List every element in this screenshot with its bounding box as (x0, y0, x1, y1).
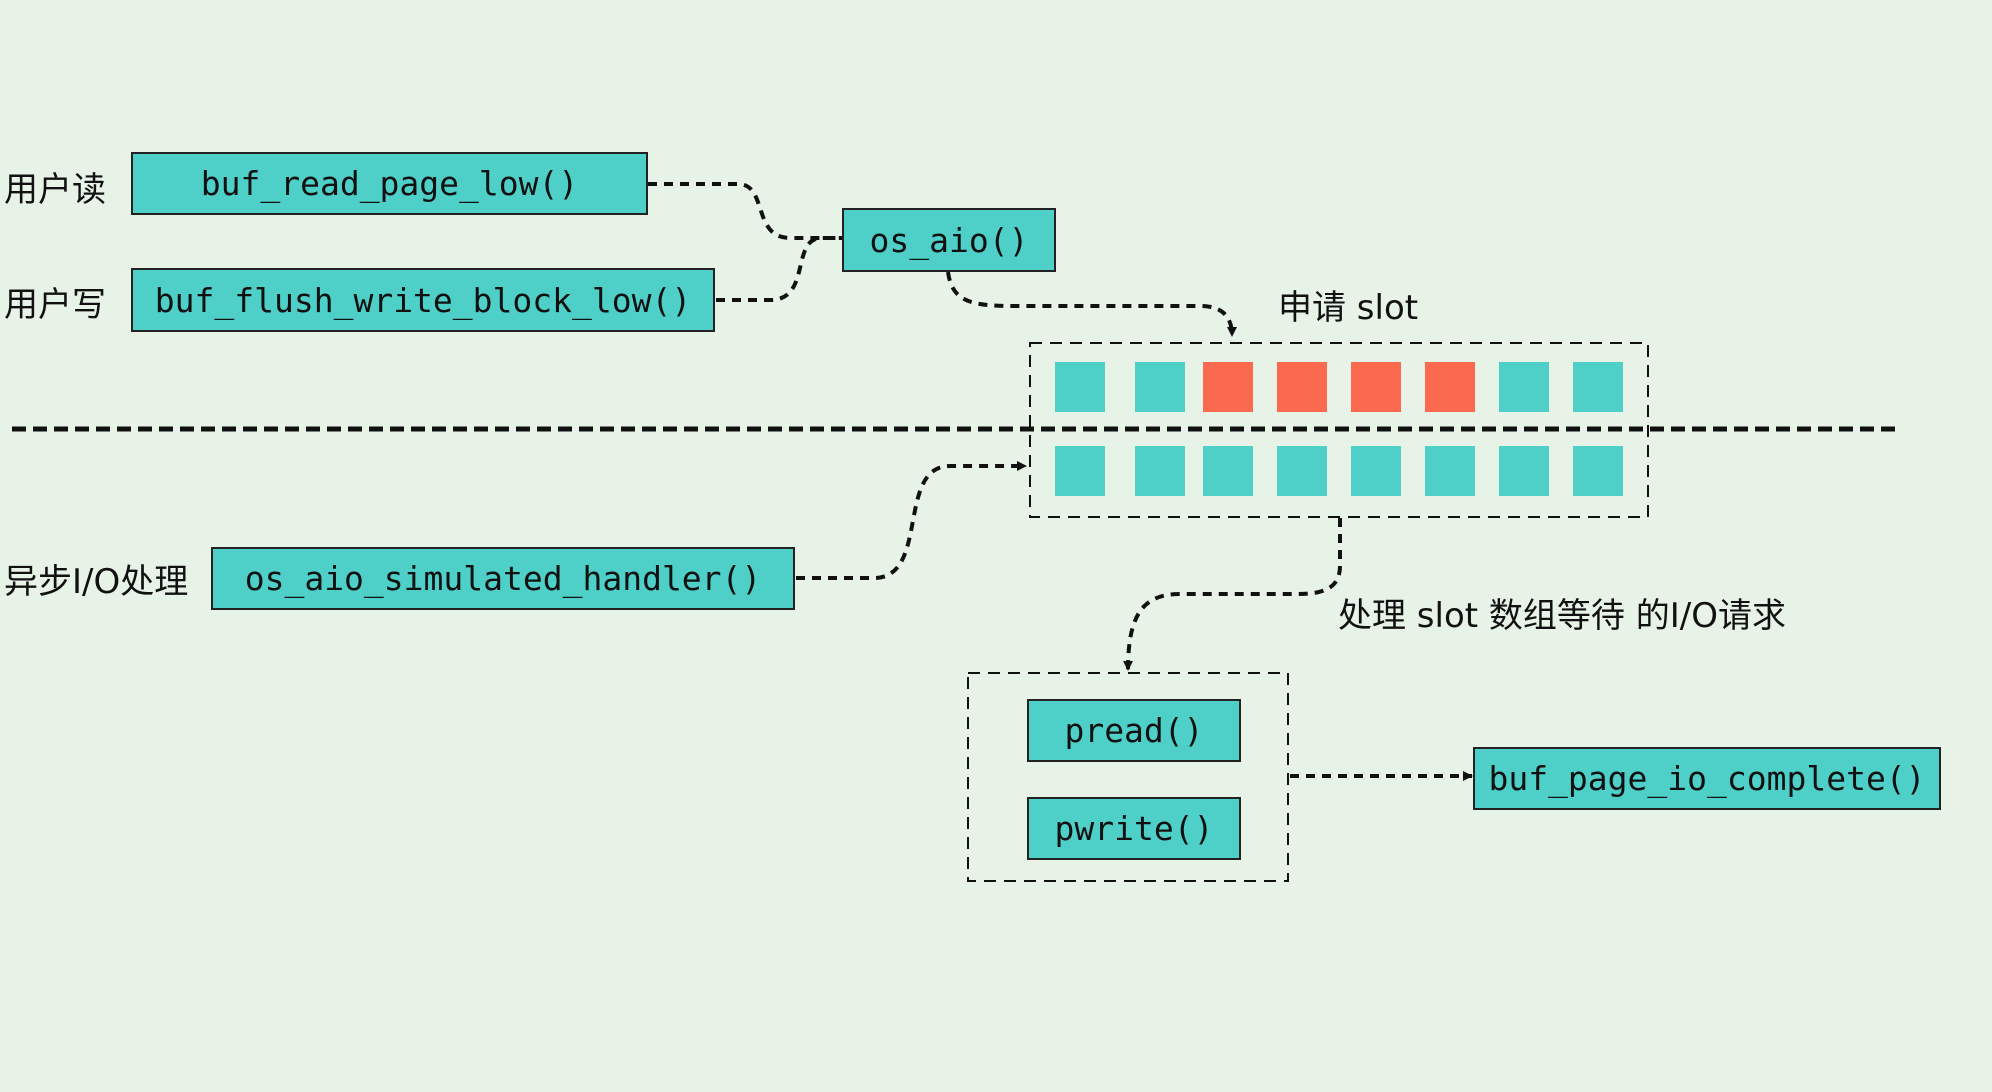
slot-free (1425, 446, 1475, 496)
slot-free (1499, 362, 1549, 412)
buf-flush-write-block-low-box: buf_flush_write_block_low() (131, 268, 715, 332)
os-aio-box: os_aio() (842, 208, 1056, 272)
connector-buf-flush-to-os-aio (716, 236, 842, 302)
label-async-io: 异步I/O处理 (4, 562, 189, 602)
slot-busy (1425, 362, 1475, 412)
io-call-group-frame (967, 672, 1289, 882)
label-request-slot: 申请 slot (1278, 288, 1419, 328)
os-aio-simulated-handler-box: os_aio_simulated_handler() (211, 547, 795, 610)
slot-free (1055, 446, 1105, 496)
label-user-read: 用户读 (4, 170, 106, 210)
pwrite-box: pwrite() (1027, 797, 1241, 860)
slot-free (1055, 362, 1105, 412)
slot-row-bottom (1055, 446, 1623, 496)
slot-array-frame (1029, 342, 1649, 518)
slot-busy (1203, 362, 1253, 412)
slot-free (1573, 362, 1623, 412)
slot-free (1135, 446, 1185, 496)
slot-free (1203, 446, 1253, 496)
slot-busy (1277, 362, 1327, 412)
buf-read-page-low-box: buf_read_page_low() (131, 152, 648, 215)
arrow-slots-to-io-calls (1123, 518, 1342, 671)
slot-free (1277, 446, 1327, 496)
slot-free (1135, 362, 1185, 412)
connector-buf-read-to-os-aio (648, 182, 842, 240)
label-process-slot: 处理 slot 数组等待 的I/O请求 (1338, 596, 1786, 636)
slot-free (1351, 446, 1401, 496)
buf-page-io-complete-box: buf_page_io_complete() (1473, 747, 1941, 810)
pread-box: pread() (1027, 699, 1241, 762)
arrow-handler-to-slots (796, 461, 1027, 580)
slot-free (1573, 446, 1623, 496)
slot-busy (1351, 362, 1401, 412)
slot-free (1499, 446, 1549, 496)
label-user-write: 用户写 (4, 285, 106, 325)
arrow-os-aio-to-slots (946, 271, 1237, 337)
slot-row-top (1055, 362, 1623, 412)
